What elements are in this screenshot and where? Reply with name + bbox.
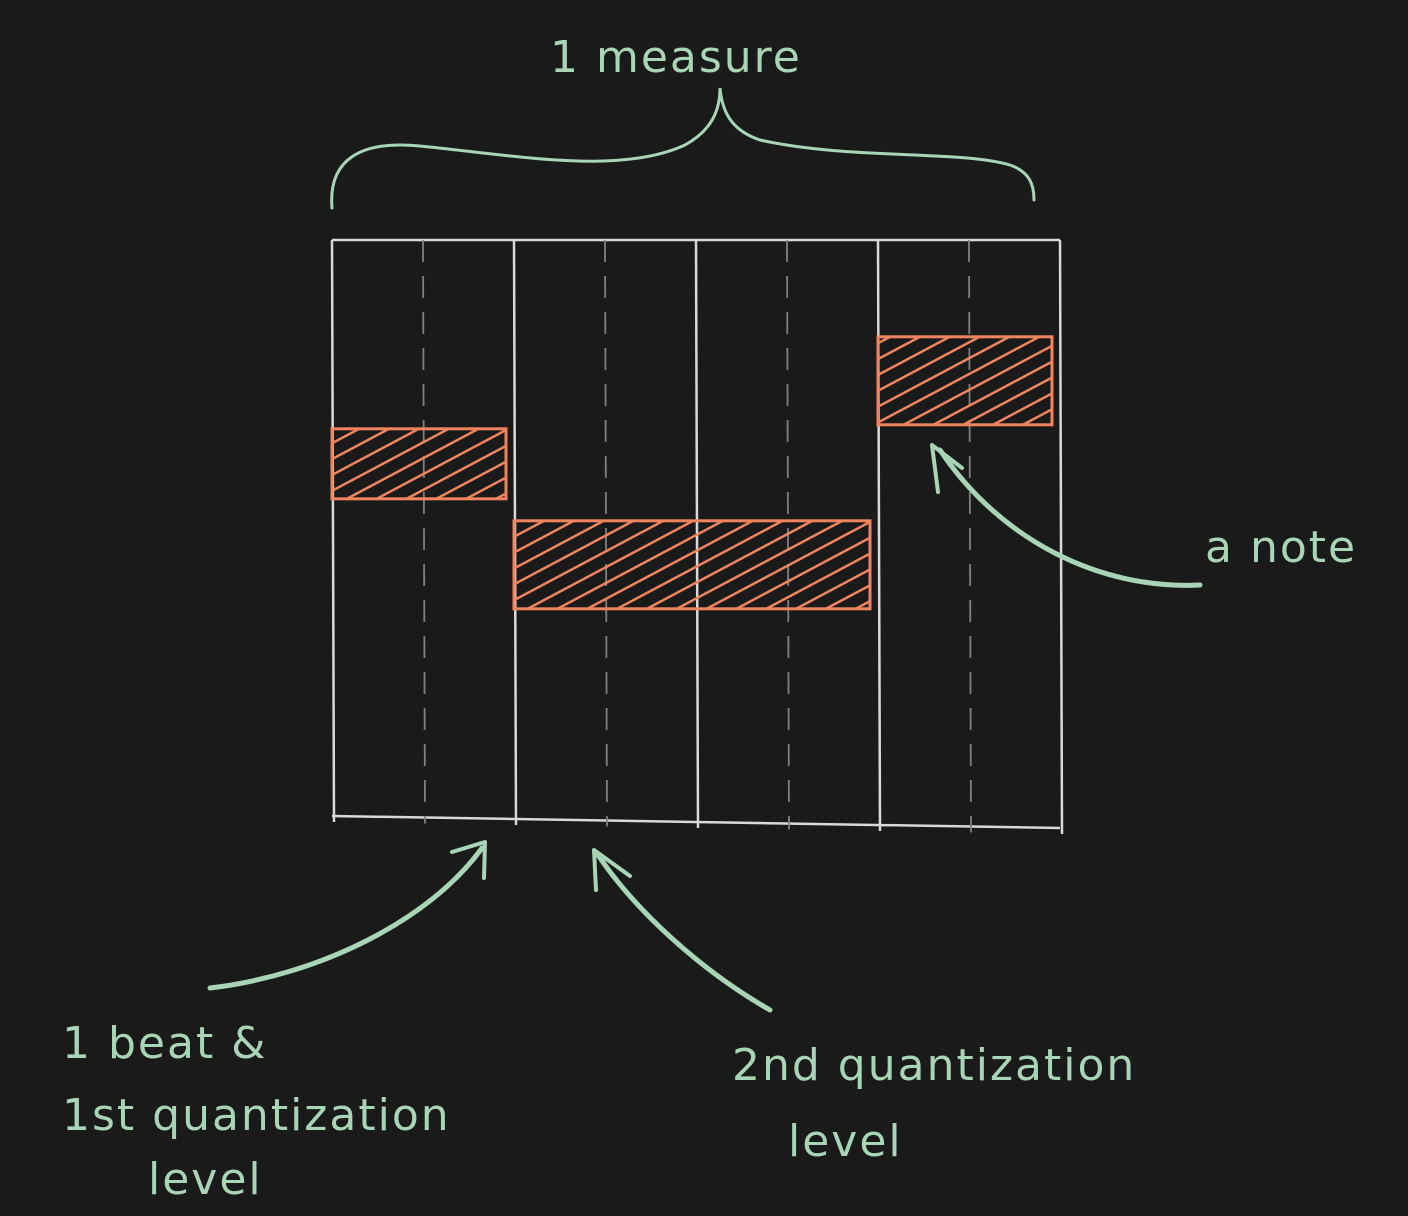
notes-layer xyxy=(330,335,1054,611)
note-block xyxy=(876,335,1054,427)
beat-arrowhead-icon xyxy=(450,840,487,880)
note-arrowhead-icon xyxy=(930,443,964,494)
subdivision-label-line2: level xyxy=(788,1116,903,1167)
beat-arrow xyxy=(207,845,485,991)
subdivision-arrow xyxy=(595,852,773,1013)
beat-label-line3: level xyxy=(148,1154,263,1205)
note-label: a note xyxy=(1205,522,1357,573)
subdivision-line xyxy=(968,239,972,833)
note-arrow xyxy=(937,447,1203,588)
grid-bottom-line xyxy=(331,814,1061,830)
beat-line xyxy=(876,239,882,832)
note-block xyxy=(330,427,508,501)
beat-label-line1: 1 beat & xyxy=(62,1018,268,1069)
beat-line xyxy=(330,239,336,823)
note-block xyxy=(512,519,872,611)
measure-brace xyxy=(330,87,1036,210)
subdivision-arrowhead-icon xyxy=(592,848,632,892)
subdivision-label-line1: 2nd quantization xyxy=(732,1040,1136,1091)
measure-label: 1 measure xyxy=(550,32,802,83)
beat-line xyxy=(1058,239,1064,835)
subdivision-line xyxy=(422,239,426,824)
beat-label-line2: 1st quantization xyxy=(62,1090,451,1141)
